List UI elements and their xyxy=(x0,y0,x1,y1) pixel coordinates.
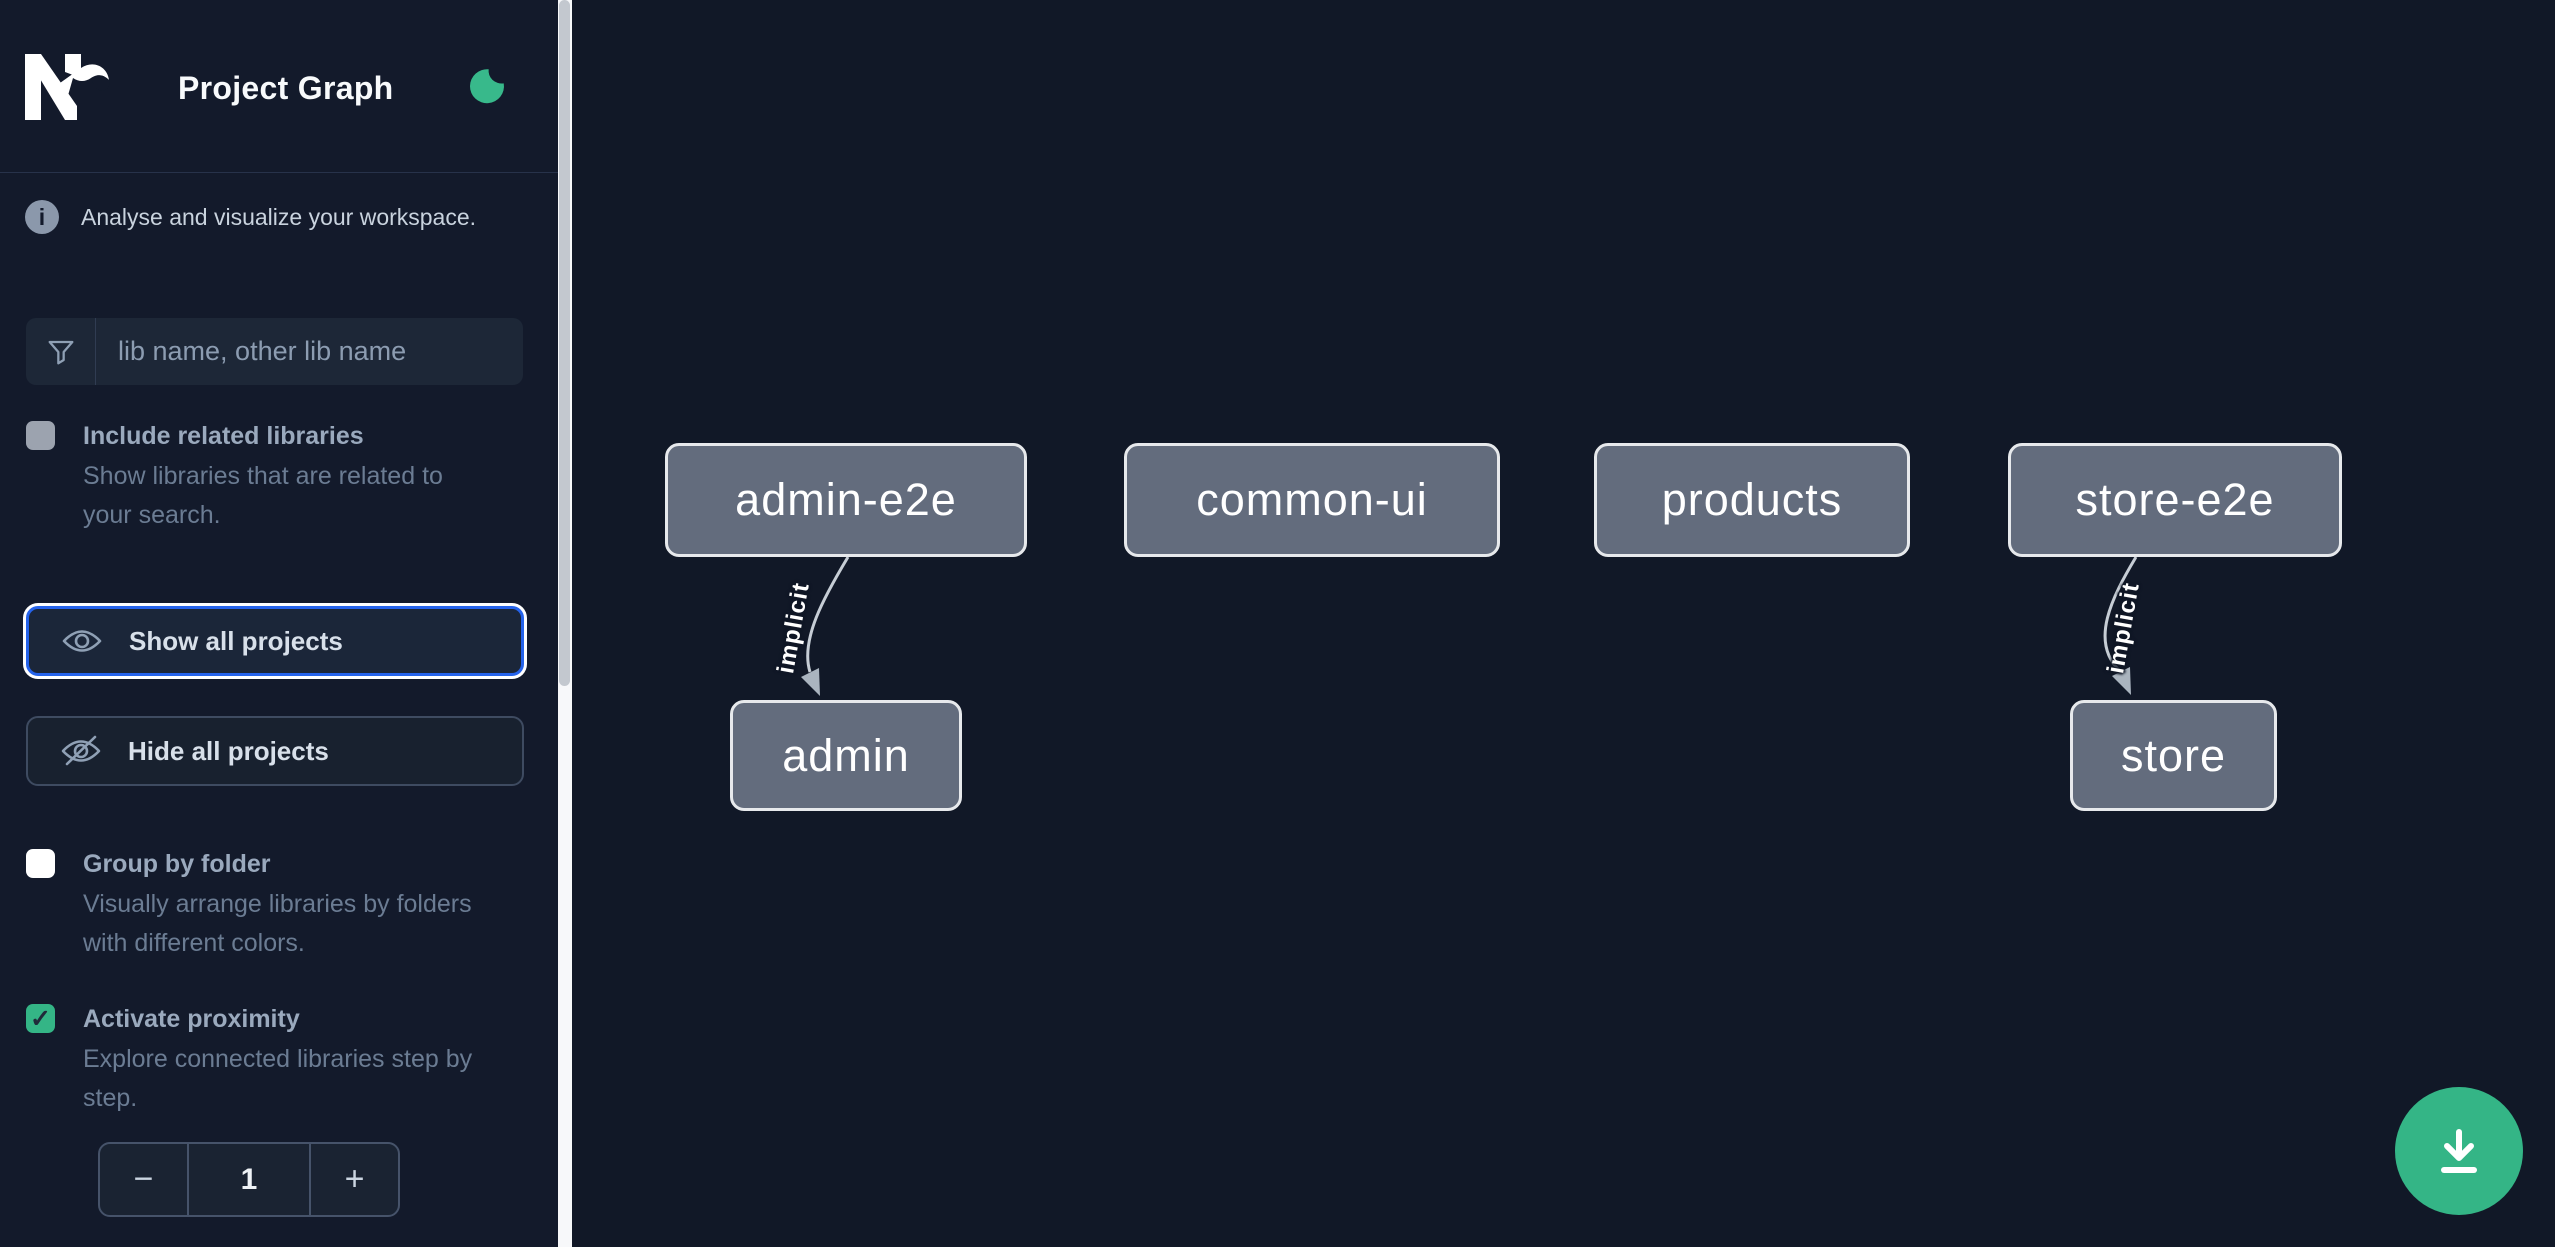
filter-icon xyxy=(26,318,96,385)
arrowhead-icon xyxy=(801,668,820,696)
checkbox-activate-proximity[interactable]: ✓ xyxy=(26,1004,55,1033)
eye-icon xyxy=(62,630,102,652)
project-node-store-e2e[interactable]: store-e2e xyxy=(2008,443,2342,557)
hide-all-projects-button[interactable]: Hide all projects xyxy=(26,716,524,786)
download-image-button[interactable] xyxy=(2395,1087,2523,1215)
moon-icon xyxy=(470,68,504,103)
workspace-info: i Analyse and visualize your workspace. xyxy=(25,200,530,234)
toggle-label: Group by folder xyxy=(83,850,271,878)
toggle-include-related-libraries[interactable]: Include related libraries Show libraries… xyxy=(26,418,531,535)
scrollbar-thumb[interactable] xyxy=(559,0,570,686)
checkbox-include-related[interactable] xyxy=(26,421,55,450)
project-node-products[interactable]: products xyxy=(1594,443,1910,557)
sidebar: Project Graph i Analyse and visualize yo… xyxy=(0,0,558,1247)
decrement-button[interactable]: − xyxy=(100,1144,187,1215)
toggle-description: Explore connected libraries step by step… xyxy=(83,1045,473,1112)
toggle-label: Activate proximity xyxy=(83,1005,300,1033)
search-bar xyxy=(26,318,523,385)
checkbox-group-by-folder[interactable] xyxy=(26,849,55,878)
toggle-label: Include related libraries xyxy=(83,422,364,450)
toggle-activate-proximity[interactable]: ✓ Activate proximity Explore connected l… xyxy=(26,1001,531,1118)
page-title: Project Graph xyxy=(178,70,394,106)
project-node-common-ui[interactable]: common-ui xyxy=(1124,443,1500,557)
arrowhead-icon xyxy=(2112,667,2131,695)
search-input[interactable] xyxy=(96,318,523,385)
info-text: Analyse and visualize your workspace. xyxy=(81,203,477,230)
toggle-description: Show libraries that are related to your … xyxy=(83,462,443,529)
increment-button[interactable]: + xyxy=(311,1144,398,1215)
info-icon: i xyxy=(25,200,59,234)
project-node-admin[interactable]: admin xyxy=(730,700,962,811)
project-node-store[interactable]: store xyxy=(2070,700,2277,811)
toggle-group-by-folder[interactable]: Group by folder Visually arrange librari… xyxy=(26,846,531,963)
proximity-depth-value: 1 xyxy=(187,1144,311,1215)
button-label: Hide all projects xyxy=(128,735,329,766)
eye-off-icon xyxy=(61,735,101,766)
sidebar-header: Project Graph xyxy=(0,0,558,173)
project-node-admin-e2e[interactable]: admin-e2e xyxy=(665,443,1027,557)
dependency-edges xyxy=(801,556,2138,696)
check-icon: ✓ xyxy=(30,1004,51,1033)
download-icon xyxy=(2441,1129,2477,1173)
proximity-depth-stepper: − 1 + xyxy=(98,1142,400,1217)
nx-logo-icon xyxy=(25,54,110,120)
theme-toggle-button[interactable] xyxy=(458,60,514,116)
button-label: Show all projects xyxy=(129,625,343,656)
sidebar-scrollbar[interactable] xyxy=(558,0,572,1247)
toggle-description: Visually arrange libraries by folders wi… xyxy=(83,890,472,957)
show-all-projects-button[interactable]: Show all projects xyxy=(26,606,524,676)
graph-canvas[interactable]: admin-e2e common-ui products store-e2e a… xyxy=(572,0,2555,1247)
